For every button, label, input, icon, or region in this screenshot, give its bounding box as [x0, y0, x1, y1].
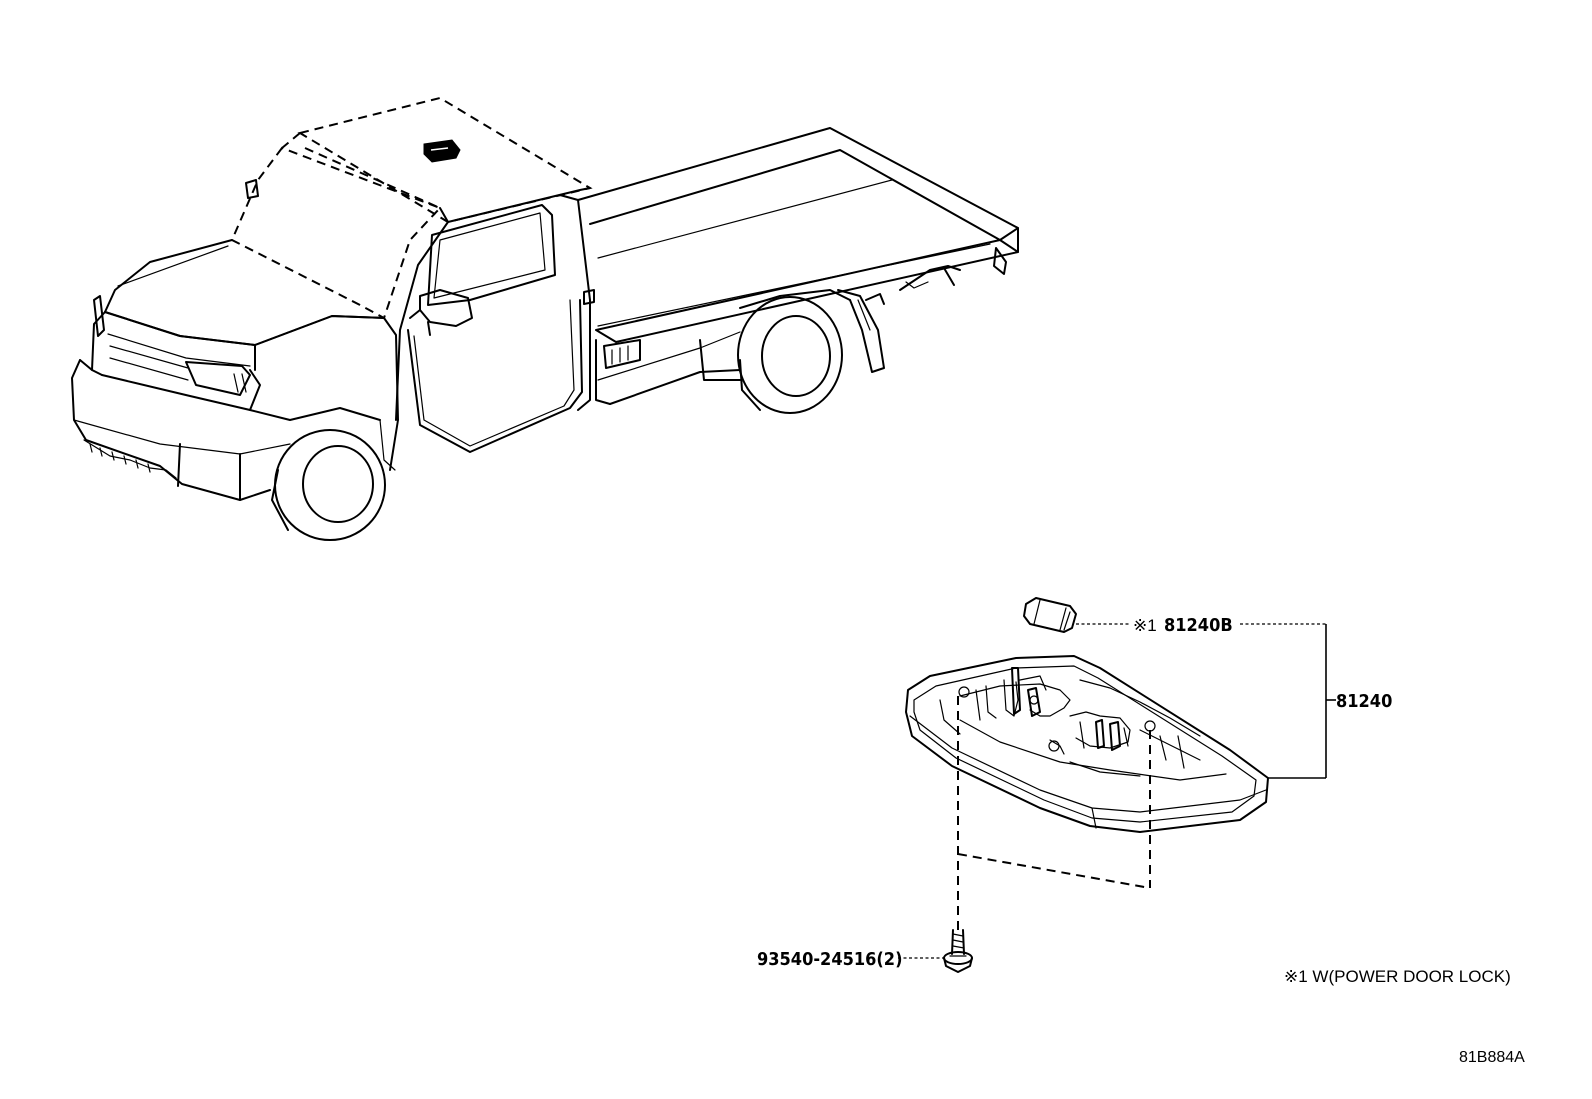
leader-lines: [898, 623, 1336, 959]
bulb-icon: [1023, 597, 1077, 633]
callout-labels: ※1 81240B 81240 93540-24516(2) ※1 W(POWE…: [757, 615, 1525, 1066]
callout-81240b: 81240B: [1164, 615, 1233, 636]
room-lamp-assembly: [905, 597, 1269, 973]
screw-icon: [943, 929, 973, 973]
truck-illustration: [71, 96, 1019, 541]
callout-screw: 93540-24516(2): [757, 949, 902, 970]
callout-81240: 81240: [1336, 691, 1392, 712]
roof-lamp-location-icon: [423, 139, 461, 163]
bulb-mark-label: ※1: [1133, 616, 1157, 635]
diagram-reference-code: 81B884A: [1459, 1049, 1525, 1066]
footnote-power-door-lock: ※1 W(POWER DOOR LOCK): [1284, 967, 1511, 986]
